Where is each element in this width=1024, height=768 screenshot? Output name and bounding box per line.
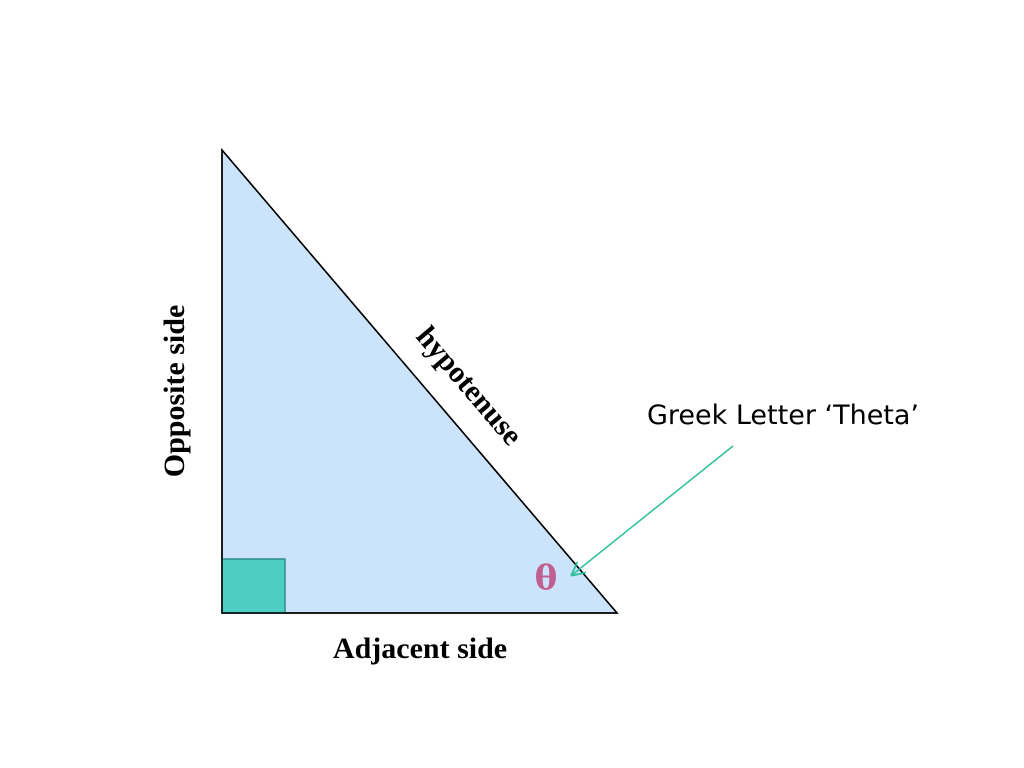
- theta-symbol: θ: [535, 558, 558, 598]
- callout-arrow: [572, 445, 734, 575]
- right-angle-marker: [221, 558, 286, 614]
- triangle-outline: [221, 147, 619, 614]
- theta-callout-label: Greek Letter ‘Theta’: [647, 400, 919, 431]
- opposite-side-label: Opposite side: [158, 305, 191, 478]
- adjacent-side-label: Adjacent side: [333, 632, 507, 665]
